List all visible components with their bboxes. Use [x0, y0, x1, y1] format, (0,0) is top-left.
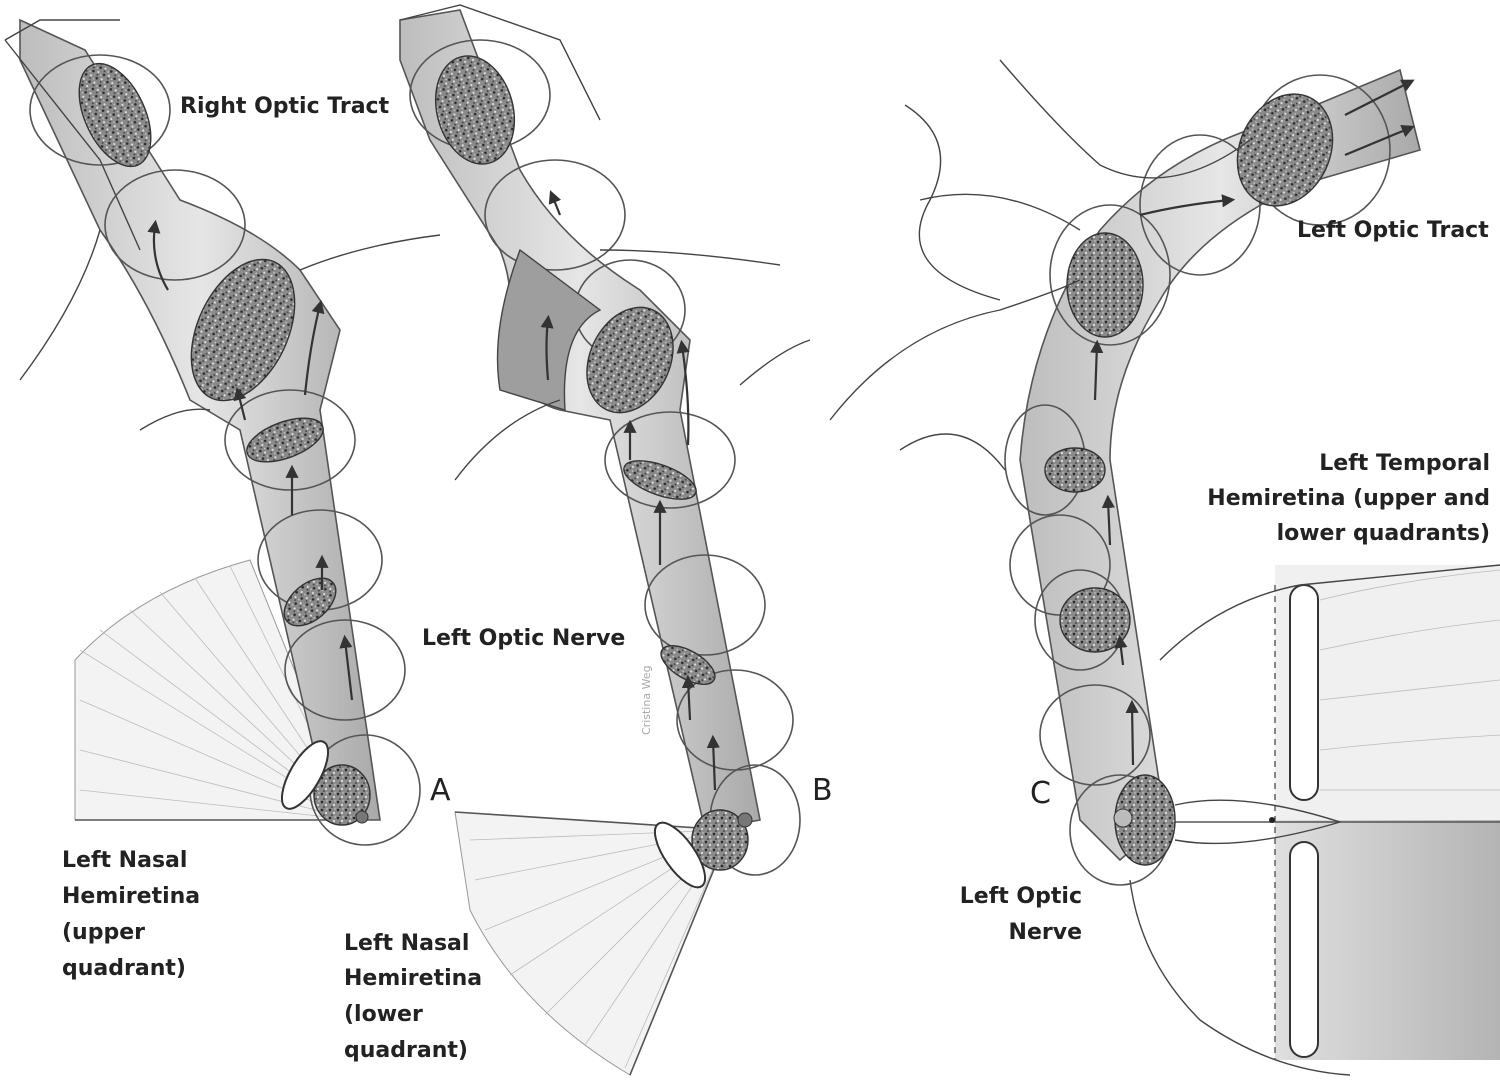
cross-section-a2	[190, 258, 296, 402]
svg-text:Left Optic: Left Optic	[960, 884, 1082, 909]
artist-signature: Cristina Weg	[640, 665, 653, 735]
svg-text:(upper: (upper	[62, 920, 145, 945]
cross-section-c1	[1236, 93, 1334, 207]
label-left-optic-nerve-b: Left Optic Nerve	[422, 626, 625, 651]
cross-section-a4	[283, 577, 337, 627]
cross-section-a1	[78, 62, 152, 168]
optic-disc-b	[653, 821, 707, 889]
temporal-upper-slot	[1289, 584, 1319, 801]
label-left-optic-nerve-c: Left Optic Nerve	[960, 884, 1082, 945]
cross-section-c4	[1059, 587, 1131, 653]
temporal-lower-slot	[1289, 841, 1319, 1058]
panel-letter-b: B	[812, 773, 833, 808]
svg-text:Hemiretina (upper and: Hemiretina (upper and	[1207, 486, 1490, 511]
svg-text:Hemiretina: Hemiretina	[344, 966, 482, 991]
svg-text:Hemiretina: Hemiretina	[62, 884, 200, 909]
cross-section-a5	[313, 764, 371, 826]
svg-text:Nerve: Nerve	[1009, 920, 1082, 945]
label-left-optic-tract: Left Optic Tract	[1297, 218, 1489, 243]
label-left-temporal-hemiretina: Left Temporal Hemiretina (upper and lowe…	[1207, 451, 1490, 546]
cross-section-a3	[246, 417, 324, 463]
svg-text:(lower: (lower	[344, 1002, 423, 1027]
panel-letter-c: C	[1030, 776, 1051, 811]
svg-text:quadrant): quadrant)	[344, 1038, 468, 1063]
cross-section-b3	[623, 460, 697, 500]
svg-text:quadrant): quadrant)	[62, 956, 186, 981]
panel-b	[399, 4, 811, 1076]
retina-fan-b	[454, 811, 731, 1076]
panel-a	[4, 18, 441, 846]
svg-text:Left Nasal: Left Nasal	[344, 931, 469, 956]
panel-letter-a: A	[430, 773, 451, 808]
cross-section-c3	[1044, 447, 1106, 493]
cross-section-b5	[691, 809, 749, 871]
label-left-nasal-upper: Left Nasal Hemiretina (upper quadrant)	[62, 848, 200, 981]
svg-text:Left Nasal: Left Nasal	[62, 848, 187, 873]
svg-text:Left Temporal: Left Temporal	[1319, 451, 1490, 476]
svg-text:lower quadrants): lower quadrants)	[1277, 521, 1490, 546]
label-right-optic-tract: Right Optic Tract	[180, 94, 390, 119]
cross-section-b1	[434, 55, 516, 165]
cross-section-b2	[586, 306, 674, 414]
panel-c	[829, 59, 1500, 1076]
cross-section-c2	[1066, 232, 1144, 338]
label-left-nasal-lower: Left Nasal Hemiretina (lower quadrant)	[344, 931, 482, 1063]
cross-section-b4	[660, 645, 716, 685]
optic-disc-a	[280, 740, 330, 810]
retina-block-c	[1170, 565, 1500, 1060]
